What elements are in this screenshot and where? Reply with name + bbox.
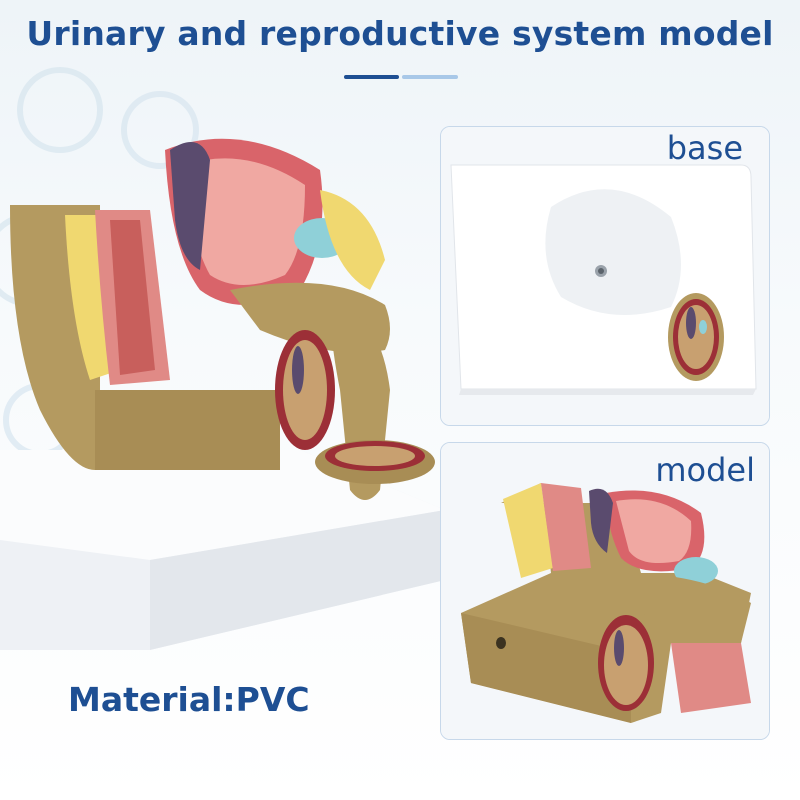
base-panel: base [440, 126, 770, 426]
model-label: model [655, 451, 755, 489]
main-model-photo [0, 138, 445, 650]
title-underline [344, 75, 458, 79]
model-panel: model [440, 442, 770, 740]
base-photo [441, 127, 769, 425]
material-caption: Material:PVC [68, 680, 310, 719]
model-photo [441, 443, 769, 739]
base-label: base [666, 129, 743, 167]
page-title: Urinary and reproductive system model [26, 14, 774, 53]
